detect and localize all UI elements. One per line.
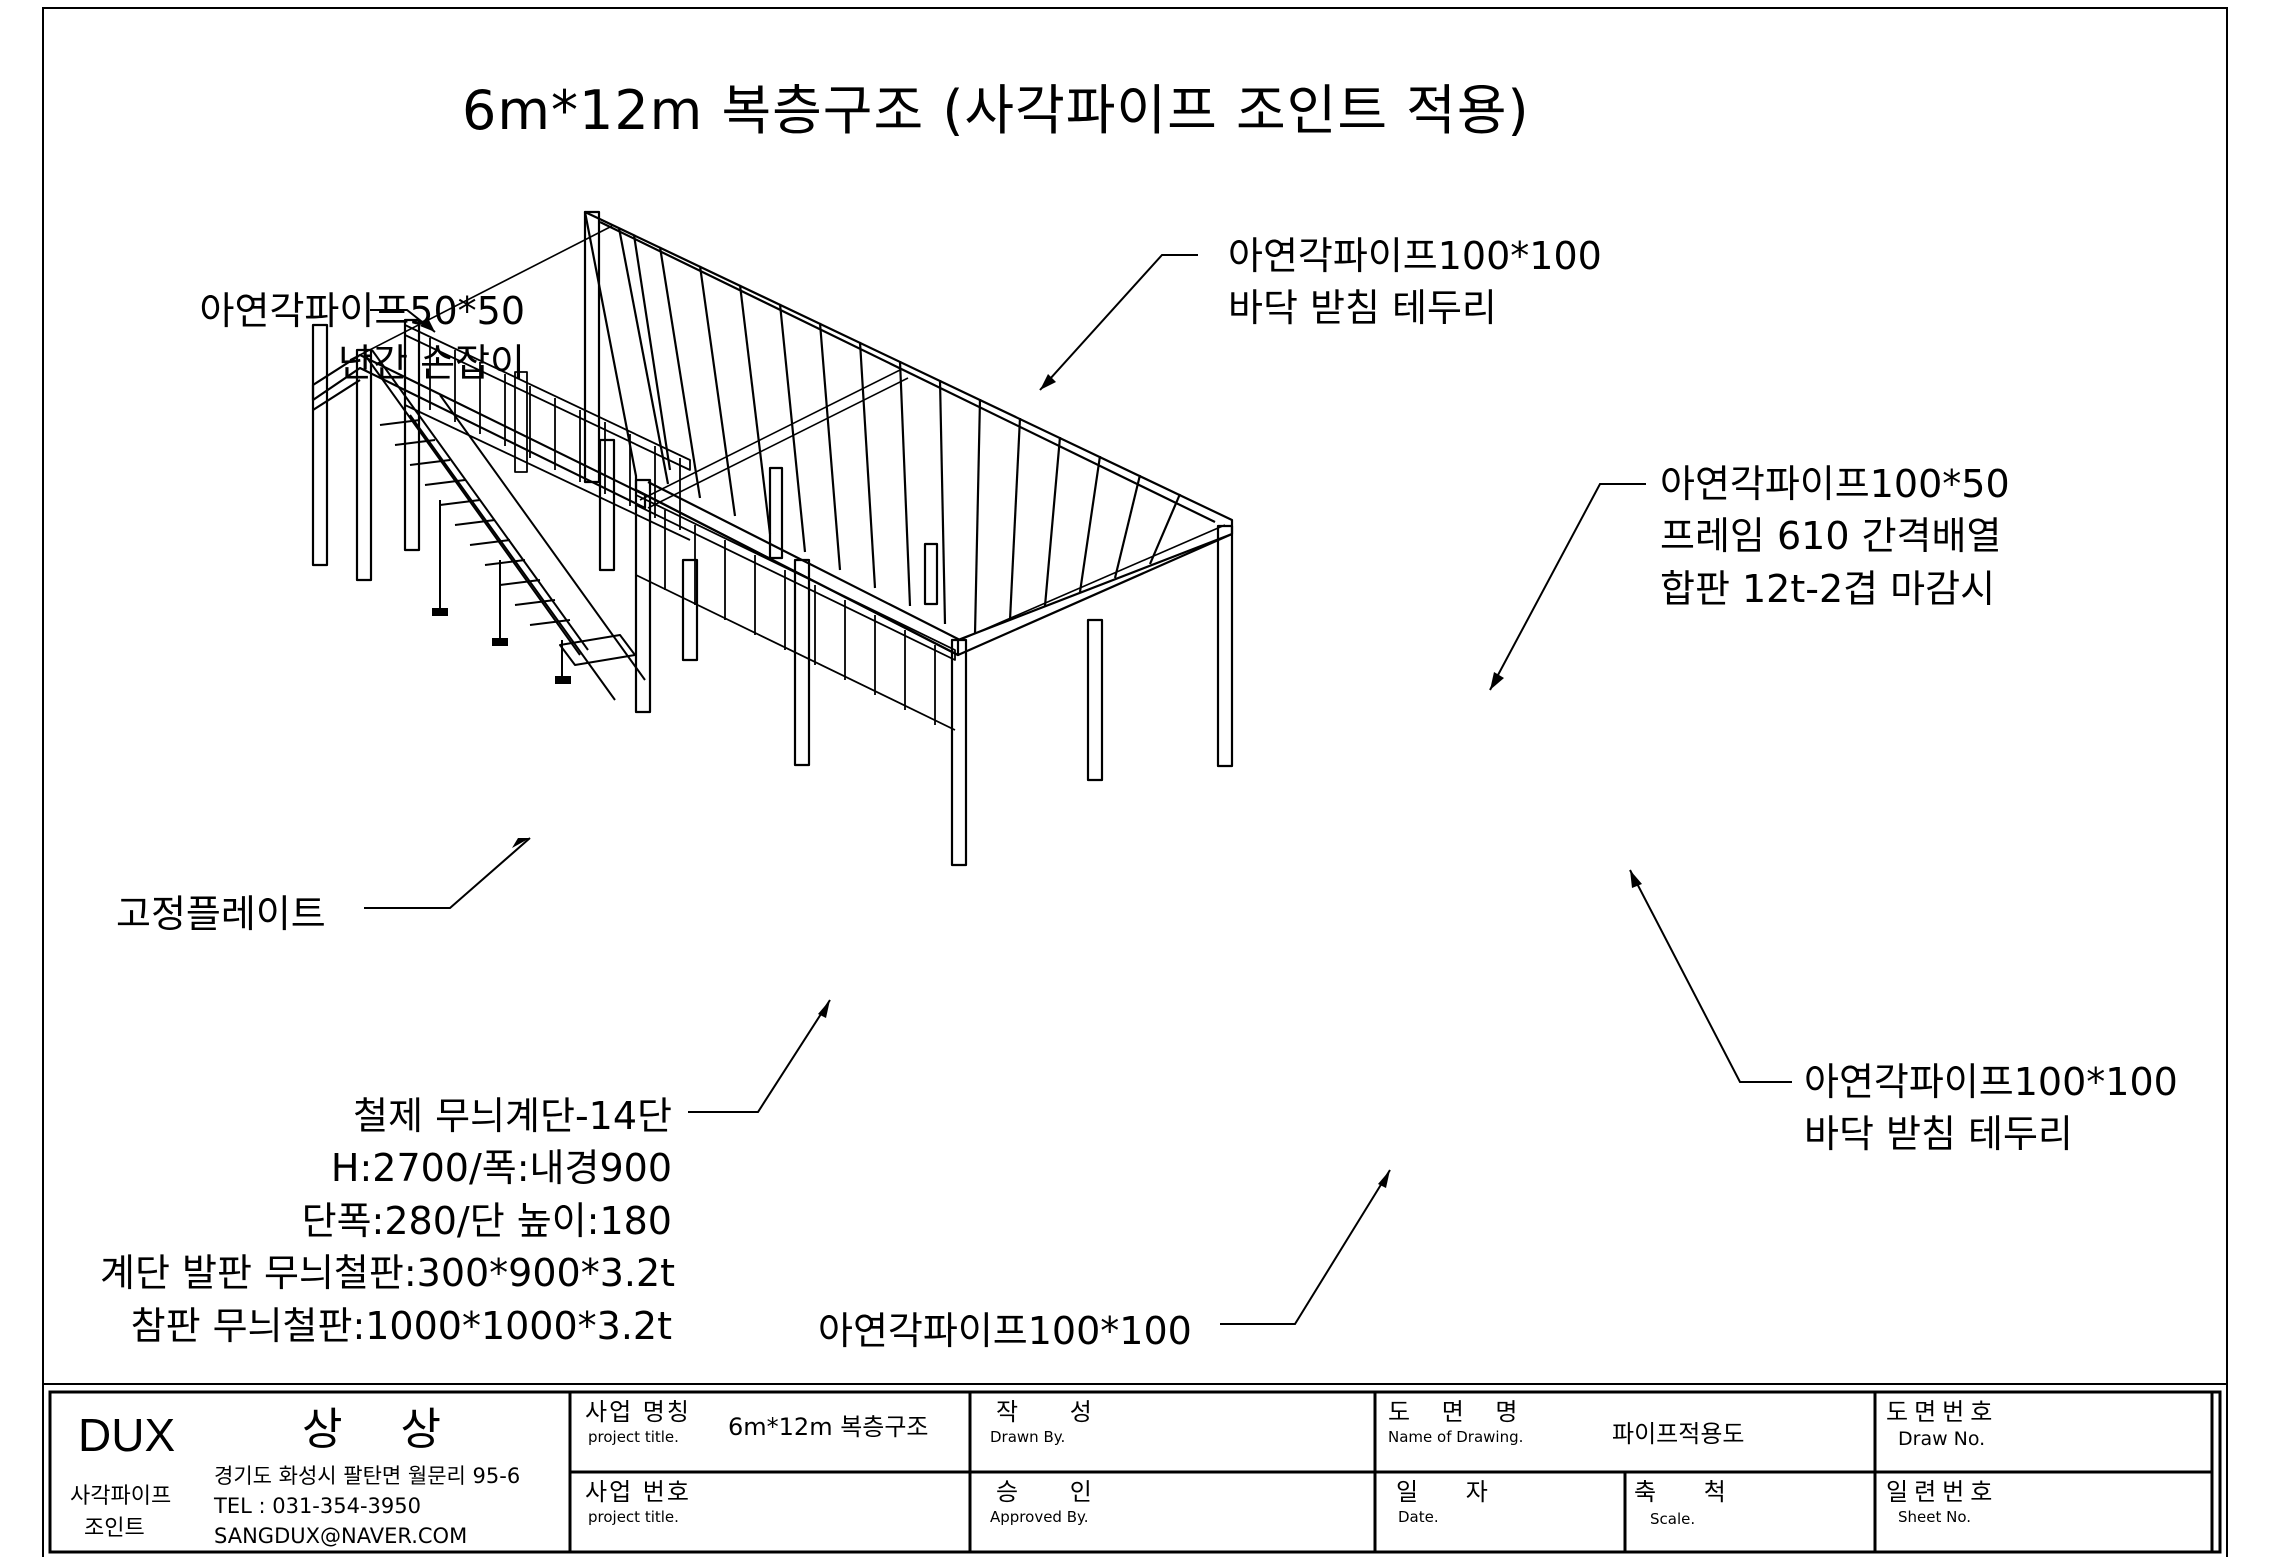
callout-frame: 아연각파이프100*50 프레임 610 간격배열 합판 12t-2겹 마감시 — [1660, 458, 2010, 615]
railing — [404, 324, 956, 731]
landing-beam — [311, 353, 647, 510]
project-name-value: 6m*12m 복층구조 — [728, 1413, 929, 1441]
approved-by-sub: Approved By. — [990, 1508, 1089, 1526]
callout-bottom-edge: 아연각파이프100*100 바닥 받침 테두리 — [1804, 1056, 2178, 1161]
callout-stairs: 철제 무늬계단-14단 H:2700/폭:내경900 단폭:280/단 높이:1… — [100, 1090, 676, 1352]
callout-line: 프레임 610 간격배열 — [1660, 514, 2002, 559]
brand-sub-1: 사각파이프 — [70, 1484, 172, 1509]
sheet-no-label: 일련번호 — [1886, 1478, 1999, 1506]
callout-line: 참판 무늬철판:1000*1000*3.2t — [130, 1303, 672, 1348]
company-name: 상 상 — [302, 1404, 463, 1455]
company-address: 경기도 화성시 팔탄면 월문리 95-6 — [214, 1464, 521, 1488]
title-block-grid — [43, 1383, 2227, 1554]
callout-line: 난간 손잡이 — [338, 341, 525, 386]
project-no-label: 사업 번호 — [585, 1478, 691, 1506]
company-email: SANGDUX@NAVER.COM — [214, 1524, 468, 1548]
draw-no-label: 도면번호 — [1886, 1398, 1999, 1426]
drawing-name-label: 도 면 명 — [1388, 1398, 1530, 1426]
drawing-name-sub: Name of Drawing. — [1388, 1428, 1524, 1446]
brand-logo: DUX — [78, 1409, 176, 1461]
cross-beams — [349, 225, 1226, 641]
callout-line: 계단 발판 무늬철판:300*900*3.2t — [100, 1251, 676, 1296]
callout-line: 합판 12t-2겹 마감시 — [1660, 566, 1996, 611]
drawing-title: 6m*12m 복층구조 (사각파이프 조인트 적용) — [462, 79, 1530, 142]
deck-outline — [583, 210, 1234, 657]
callout-line: 철제 무늬계단-14단 — [353, 1094, 672, 1138]
project-name-label: 사업 명칭 — [585, 1398, 691, 1426]
callout-line: 아연각파이프100*100 — [818, 1309, 1192, 1353]
joists — [617, 227, 1182, 635]
callout-line: 아연각파이프100*50 — [1660, 462, 2010, 506]
scale-sub: Scale. — [1650, 1510, 1696, 1528]
drawn-by-sub: Drawn By. — [990, 1428, 1066, 1446]
leader-arrows — [420, 318, 1642, 1188]
company-tel: TEL : 031-354-3950 — [214, 1494, 421, 1518]
project-name-sub: project title. — [588, 1428, 679, 1446]
sheet-no-sub: Sheet No. — [1898, 1508, 1972, 1526]
callout-line: 아연각파이프50*50 — [199, 289, 525, 333]
callout-handrail: 아연각파이프50*50 난간 손잡이 — [110, 285, 525, 390]
drawing-name-value: 파이프적용도 — [1612, 1420, 1745, 1448]
callout-line: 아연각파이프100*100 — [1228, 234, 1602, 278]
callout-line: 바닥 받침 테두리 — [1804, 1112, 2073, 1157]
callout-line: 바닥 받침 테두리 — [1228, 286, 1497, 331]
callout-line: H:2700/폭:내경900 — [330, 1146, 672, 1191]
deck-underside — [635, 489, 1233, 657]
callout-line: 고정플레이트 — [116, 892, 326, 936]
draw-no-sub: Draw No. — [1898, 1428, 1986, 1450]
date-sub: Date. — [1398, 1508, 1439, 1526]
mezzanine-structure — [311, 210, 1234, 867]
callout-line: 아연각파이프100*100 — [1804, 1060, 2178, 1104]
drawn-by-label: 작 성 — [996, 1398, 1114, 1426]
callout-column: 아연각파이프100*100 — [818, 1305, 1192, 1357]
project-no-sub: project title. — [588, 1508, 679, 1526]
brand-sub-2: 조인트 — [84, 1516, 145, 1541]
base-plates — [432, 608, 571, 684]
date-label: 일 자 — [1396, 1478, 1508, 1506]
stairs — [364, 349, 646, 701]
callout-top-edge: 아연각파이프100*100 바닥 받침 테두리 — [1228, 230, 1602, 335]
callout-line: 단폭:280/단 높이:180 — [301, 1198, 672, 1243]
callout-plate: 고정플레이트 — [116, 888, 326, 940]
sheet-border — [42, 7, 2228, 1557]
approved-by-label: 승 인 — [996, 1478, 1114, 1506]
scale-label: 축 척 — [1634, 1478, 1746, 1506]
